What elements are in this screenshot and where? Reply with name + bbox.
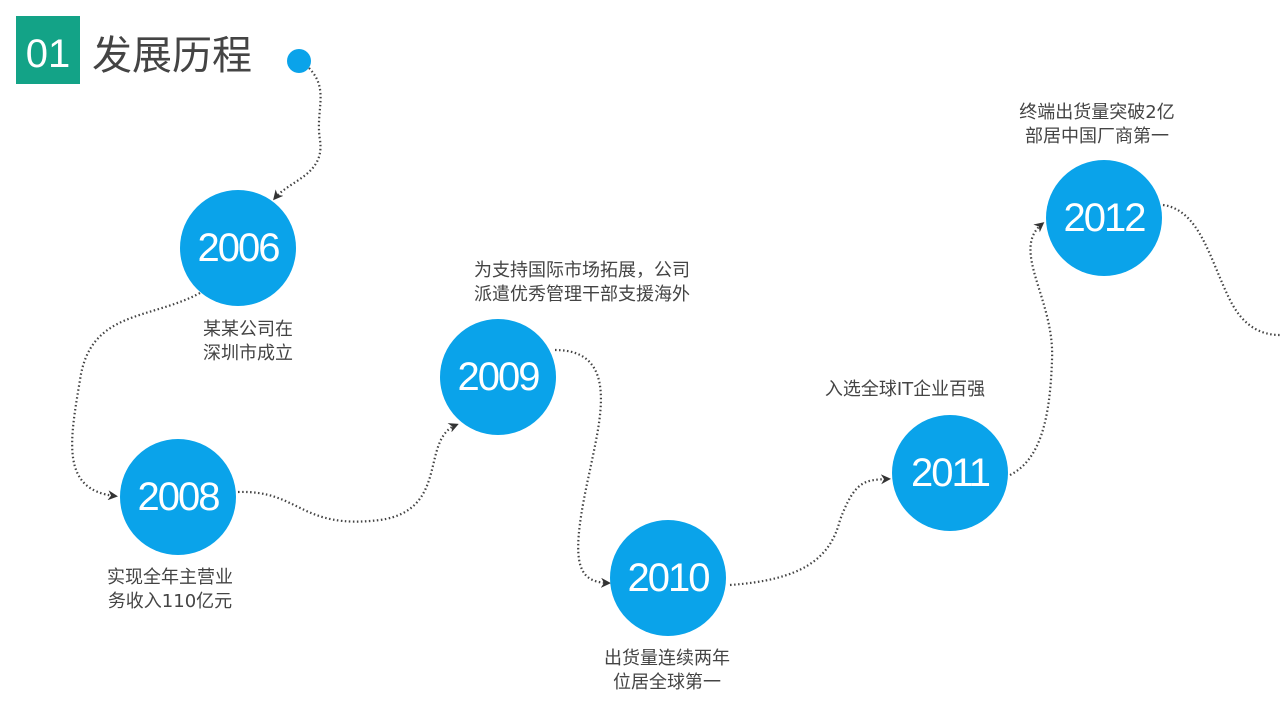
connector-start-2006	[273, 67, 322, 201]
start-dot	[287, 49, 311, 73]
label-line: 部居中国厂商第一	[1025, 126, 1169, 147]
year-circle-2012: 2012	[1046, 160, 1162, 276]
label-line: 深圳市成立	[203, 343, 293, 364]
connector-2011-2012	[1009, 222, 1054, 476]
section-number: 01	[16, 16, 80, 84]
milestone-label-2006: 某某公司在 深圳市成立	[118, 318, 378, 366]
label-line: 入选全球IT企业百强	[824, 379, 986, 400]
connector-2008-2009	[237, 423, 459, 523]
year-circle-2010: 2010	[610, 520, 726, 636]
year-circle-2006: 2006	[180, 190, 296, 306]
year-circle-2011: 2011	[892, 415, 1008, 531]
connector-2006-2008	[71, 292, 201, 501]
page-title: 发展历程	[92, 33, 252, 79]
label-line: 出货量连续两年	[604, 648, 730, 669]
milestone-label-2009: 为支持国际市场拓展，公司 派遣优秀管理干部支援海外	[452, 259, 712, 307]
label-line: 某某公司在	[203, 319, 293, 340]
label-line: 实现全年主营业	[107, 567, 233, 588]
milestone-label-2011: 入选全球IT企业百强	[775, 378, 1035, 402]
connector-2010-2011	[729, 474, 891, 587]
label-line: 终端出货量突破2亿	[1019, 102, 1175, 123]
connector-2012-next	[1162, 203, 1280, 337]
year-circle-2008: 2008	[120, 439, 236, 555]
milestone-label-2012: 终端出货量突破2亿 部居中国厂商第一	[967, 101, 1227, 149]
label-line: 位居全球第一	[613, 672, 721, 693]
milestone-label-2010: 出货量连续两年 位居全球第一	[537, 647, 797, 695]
label-line: 务收入110亿元	[107, 591, 233, 612]
label-line: 为支持国际市场拓展，公司	[474, 260, 690, 281]
connector-2009-2010	[554, 348, 611, 588]
milestone-label-2008: 实现全年主营业 务收入110亿元	[40, 566, 300, 614]
year-circle-2009: 2009	[440, 319, 556, 435]
label-line: 派遣优秀管理干部支援海外	[474, 284, 690, 305]
